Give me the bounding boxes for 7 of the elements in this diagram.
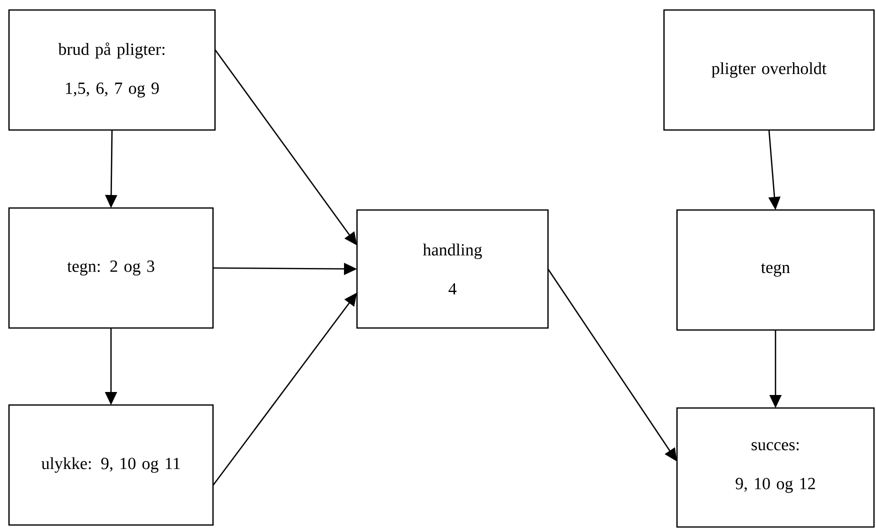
process-box: tegn: 2 og 3 (8, 207, 214, 329)
process-box: pligter overholdt (663, 9, 875, 131)
process-box: succes: 9, 10 og 12 (676, 407, 875, 528)
process-box: ulykke: 9, 10 og 11 (8, 404, 214, 526)
process-box: tegn (676, 209, 875, 331)
process-box: brud på pligter: 1,5, 6, 7 og 9 (8, 9, 216, 131)
process-box: handling 4 (356, 209, 549, 329)
